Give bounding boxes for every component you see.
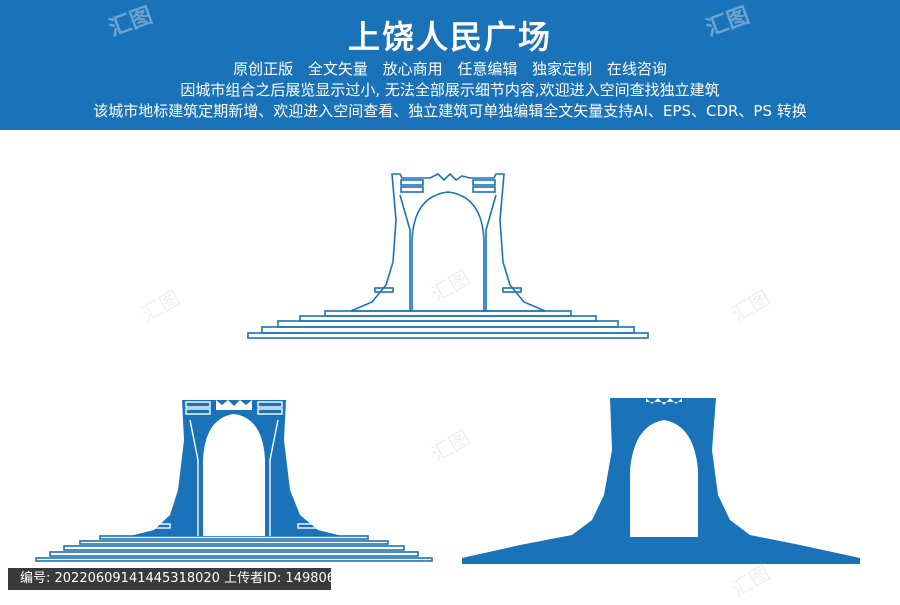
monument-silhouette (462, 398, 860, 564)
page-title: 上饶人民广场 (347, 18, 552, 56)
monument-detailed (35, 400, 433, 562)
header-banner: 上饶人民广场 原创正版 全文矢量 放心商用 任意编辑 独家定制 在线咨询 因城市… (0, 0, 900, 130)
description-line-2: 该城市地标建筑定期新增、欢迎进入空间查看、独立建筑可单独编辑全文矢量支持AI、E… (93, 102, 807, 120)
description-line-1: 因城市组合之后展览显示过小, 无法全部展示细节内容,欢迎进入空间查找独立建筑 (180, 81, 720, 99)
feature-tags: 原创正版 全文矢量 放心商用 任意编辑 独家定制 在线咨询 (233, 60, 667, 78)
footer-info-bar: 编号: 20220609141445318020 上传者ID: 1498066 (8, 568, 343, 590)
monument-outline (247, 172, 649, 339)
